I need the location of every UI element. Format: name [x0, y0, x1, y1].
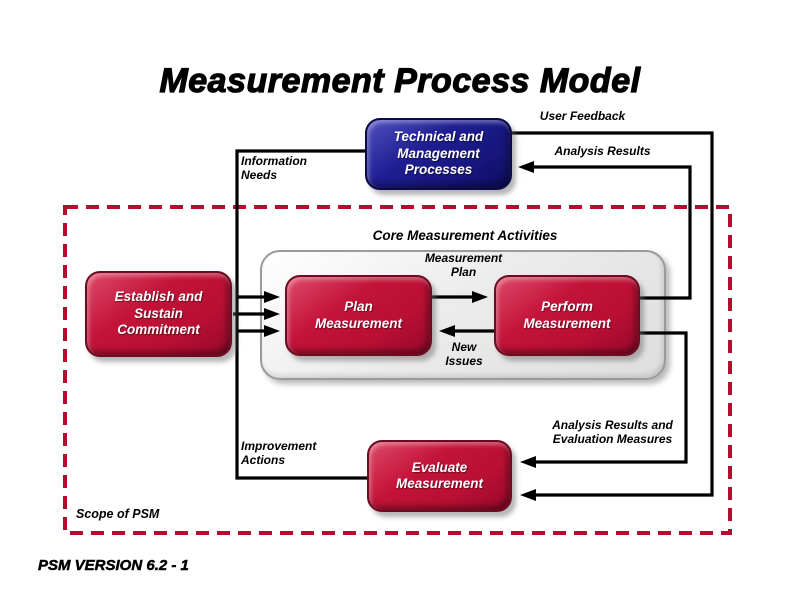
core-activities-label: Core Measurement Activities	[372, 228, 558, 243]
scope-of-psm-label: Scope of PSM	[76, 507, 160, 521]
measurement-plan-label: Measurement Plan	[424, 251, 503, 279]
evaluate-measurement-box: Evaluate Measurement	[367, 440, 512, 512]
page-title: Measurement Process Model	[159, 61, 641, 100]
analysis-results-label: Analysis Results	[554, 144, 651, 158]
scope-dashed-border	[63, 205, 732, 535]
improvement-actions-label: Improvement Actions	[241, 439, 317, 467]
analysis-results-eval-label: Analysis Results and Evaluation Measures	[552, 418, 673, 446]
analysis-results-eval-arrow	[520, 331, 688, 468]
establish-sustain-commitment-box: Establish and Sustain Commitment	[85, 271, 232, 357]
perform-measurement-box: Perform Measurement	[494, 275, 640, 356]
new-issues-label: New Issues	[445, 340, 483, 368]
analysis-results-arrow	[518, 161, 692, 300]
information-needs-label: Information Needs	[241, 154, 307, 182]
user-feedback-arrow	[512, 131, 714, 501]
technical-management-processes-box: Technical and Management Processes	[365, 118, 512, 190]
psm-version-label: PSM VERSION 6.2 - 1	[38, 557, 189, 575]
plan-measurement-box: Plan Measurement	[285, 275, 432, 356]
user-feedback-label: User Feedback	[539, 109, 626, 123]
